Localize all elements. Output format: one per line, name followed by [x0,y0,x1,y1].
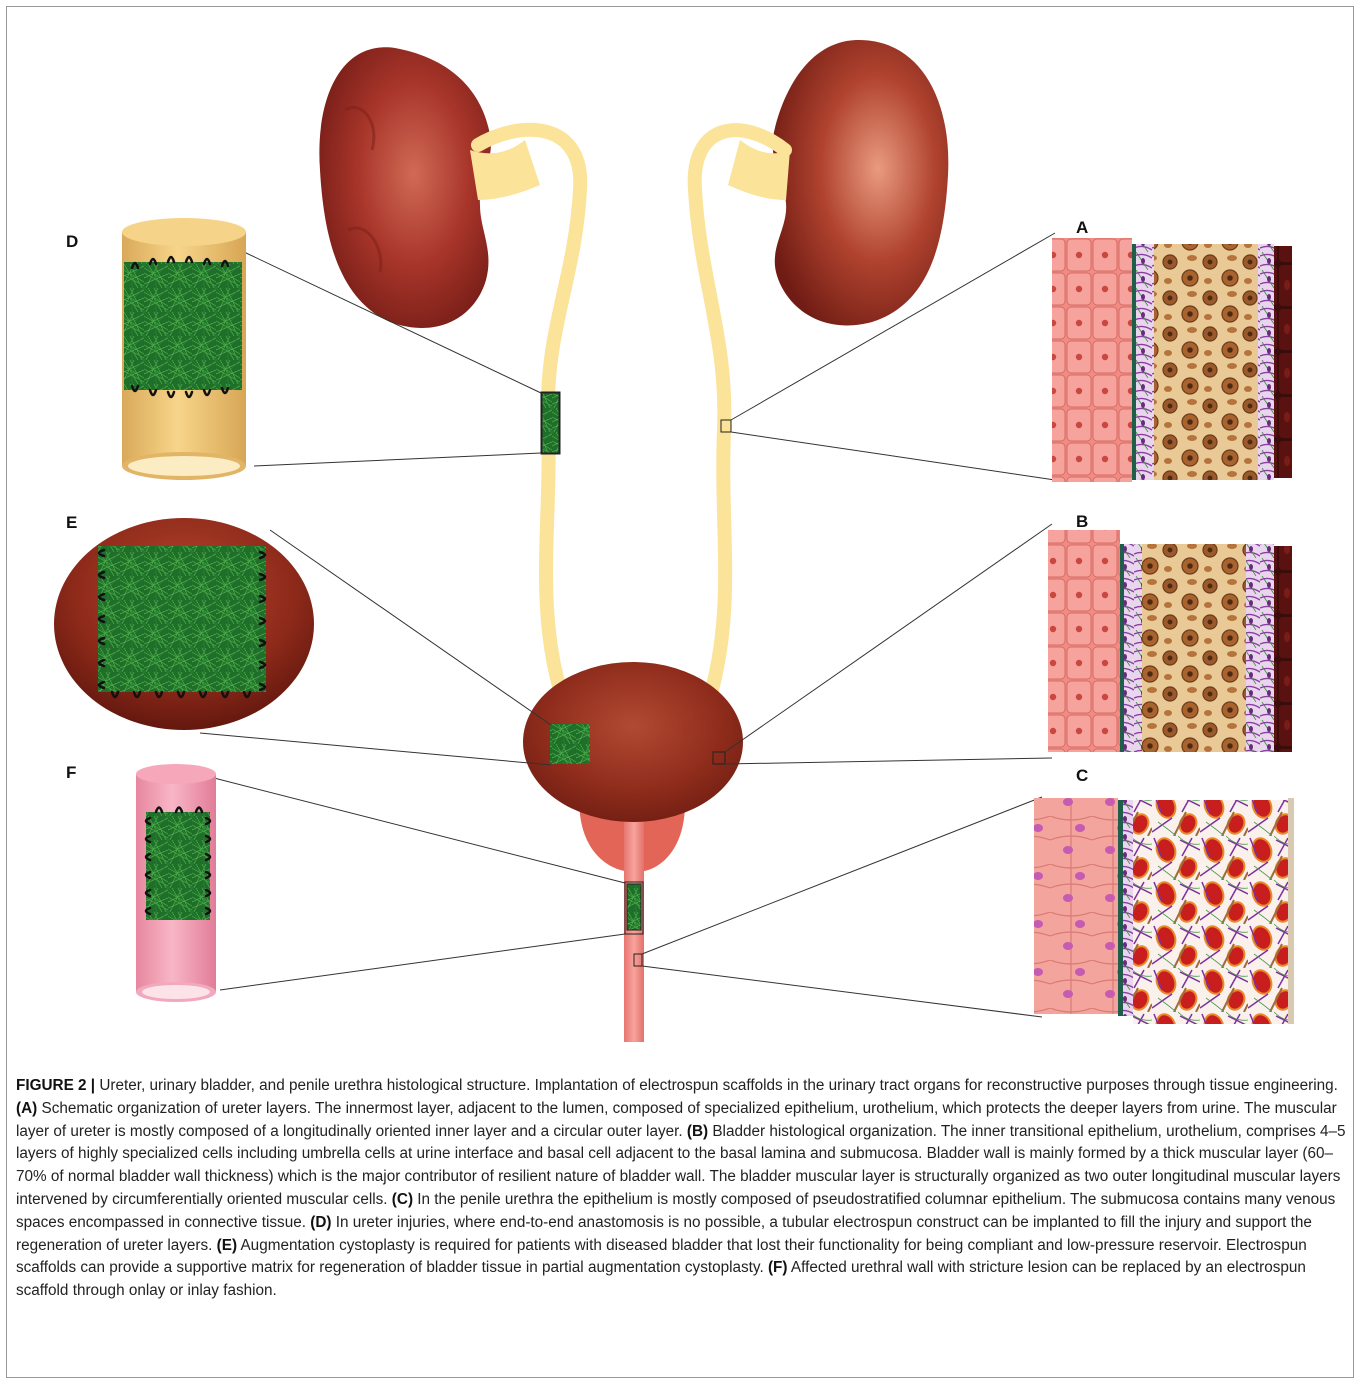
caption-tag-f: (F) [768,1259,788,1276]
panel-label-d: D [66,232,78,252]
panel-label-a: A [1076,218,1088,238]
panel-e-bladder-patch [54,518,314,730]
ureter-scaffold [542,393,559,453]
bladder-scaffold [550,724,590,764]
panel-label-e: E [66,513,77,533]
figure-caption: FIGURE 2 | Ureter, urinary bladder, and … [16,1075,1346,1303]
right-kidney [773,40,949,325]
left-ureter [470,130,580,690]
panel-f-urethra-graft [136,764,216,1002]
panel-label-b: B [1076,512,1088,532]
caption-tag-a: (A) [16,1100,37,1117]
caption-tag-e: (E) [217,1237,237,1254]
right-ureter [695,130,790,690]
caption-tag-c: (C) [392,1191,413,1208]
left-kidney [319,47,491,328]
caption-tag-b: (B) [687,1123,708,1140]
urinary-tract-figure [0,0,1360,1060]
panel-a-ureter-histology [1052,238,1292,482]
panel-label-c: C [1076,766,1088,786]
urethra-scaffold [627,884,641,930]
caption-intro: Ureter, urinary bladder, and penile uret… [95,1077,1338,1094]
panel-b-bladder-histology [1048,530,1292,752]
caption-figure-label: FIGURE 2 | [16,1077,95,1094]
panel-c-urethra-histology [1034,798,1294,1024]
urethra [624,822,644,1042]
caption-tag-d: (D) [310,1214,331,1231]
panel-label-f: F [66,763,76,783]
panel-d-ureter-graft [122,218,246,480]
